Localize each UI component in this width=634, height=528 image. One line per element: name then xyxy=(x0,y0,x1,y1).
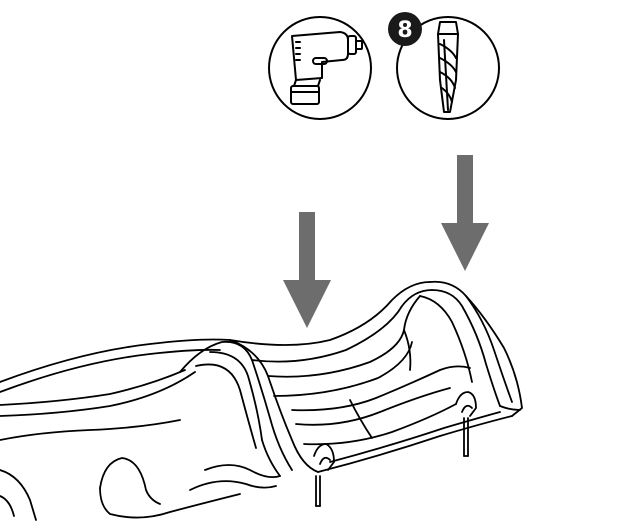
drill-icon-circle xyxy=(268,16,372,120)
drill-bit-icon xyxy=(396,16,500,120)
bit-size-badge: 8 xyxy=(388,12,422,46)
down-arrow-icon xyxy=(441,155,489,271)
power-drill-icon xyxy=(268,16,372,120)
bit-size-label: 8 xyxy=(397,18,412,43)
drill-bit-icon-circle xyxy=(396,16,500,120)
housing-part xyxy=(0,280,523,521)
down-arrow-icon xyxy=(283,212,331,328)
